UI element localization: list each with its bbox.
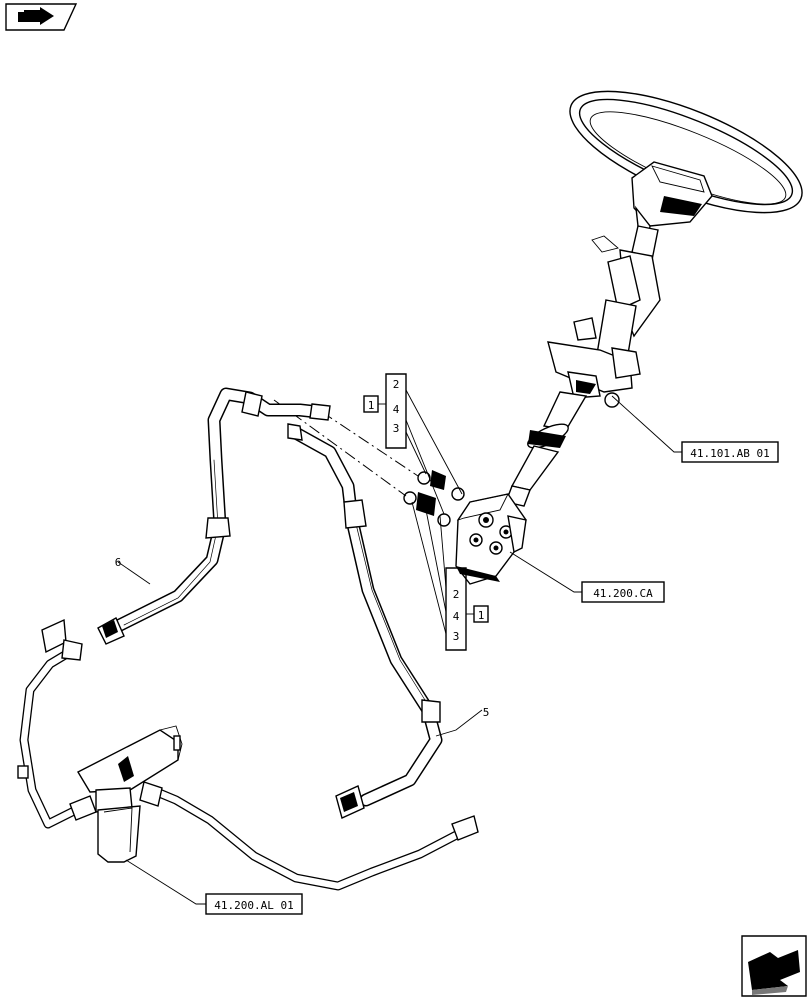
ref-label-steering-motor[interactable]: 41.200.CA [593, 587, 653, 600]
filter-pipes [17, 618, 479, 891]
page-fold-arrow-icon[interactable] [5, 3, 78, 31]
ref-box-steering-column[interactable] [681, 441, 779, 463]
oil-filter [77, 725, 183, 863]
part-label-4-lower: 4 [453, 610, 460, 623]
part-label-1-upper: 1 [368, 399, 375, 412]
ref-label-oil-filter[interactable]: 41.200.AL 01 [214, 899, 293, 912]
fittings-upper [417, 470, 465, 501]
part-label-3-upper: 3 [393, 422, 400, 435]
ref-box-oil-filter[interactable] [205, 893, 303, 915]
steering-motor [455, 493, 527, 585]
ref-box-steering-motor[interactable] [581, 581, 665, 603]
steering-column [505, 225, 661, 507]
callout-upper [363, 373, 407, 449]
centre-line-upper [321, 411, 419, 477]
part-label-2-lower: 2 [453, 588, 460, 601]
next-page-arrow-icon[interactable] [741, 935, 807, 997]
steering-wheel [569, 90, 803, 242]
fittings-lower [403, 491, 451, 527]
part-label-3-lower: 3 [453, 630, 460, 643]
part-label-6: 6 [115, 556, 122, 569]
part-label-2-upper: 2 [393, 378, 400, 391]
part-label-5: 5 [483, 706, 490, 719]
callout-lower [445, 567, 489, 651]
leader-lines [117, 389, 682, 905]
hose-6 [97, 387, 331, 645]
ref-label-steering-column[interactable]: 41.101.AB 01 [690, 447, 769, 460]
part-label-4-upper: 4 [393, 403, 400, 416]
part-label-1-lower: 1 [478, 609, 485, 622]
hose-5 [287, 423, 443, 819]
